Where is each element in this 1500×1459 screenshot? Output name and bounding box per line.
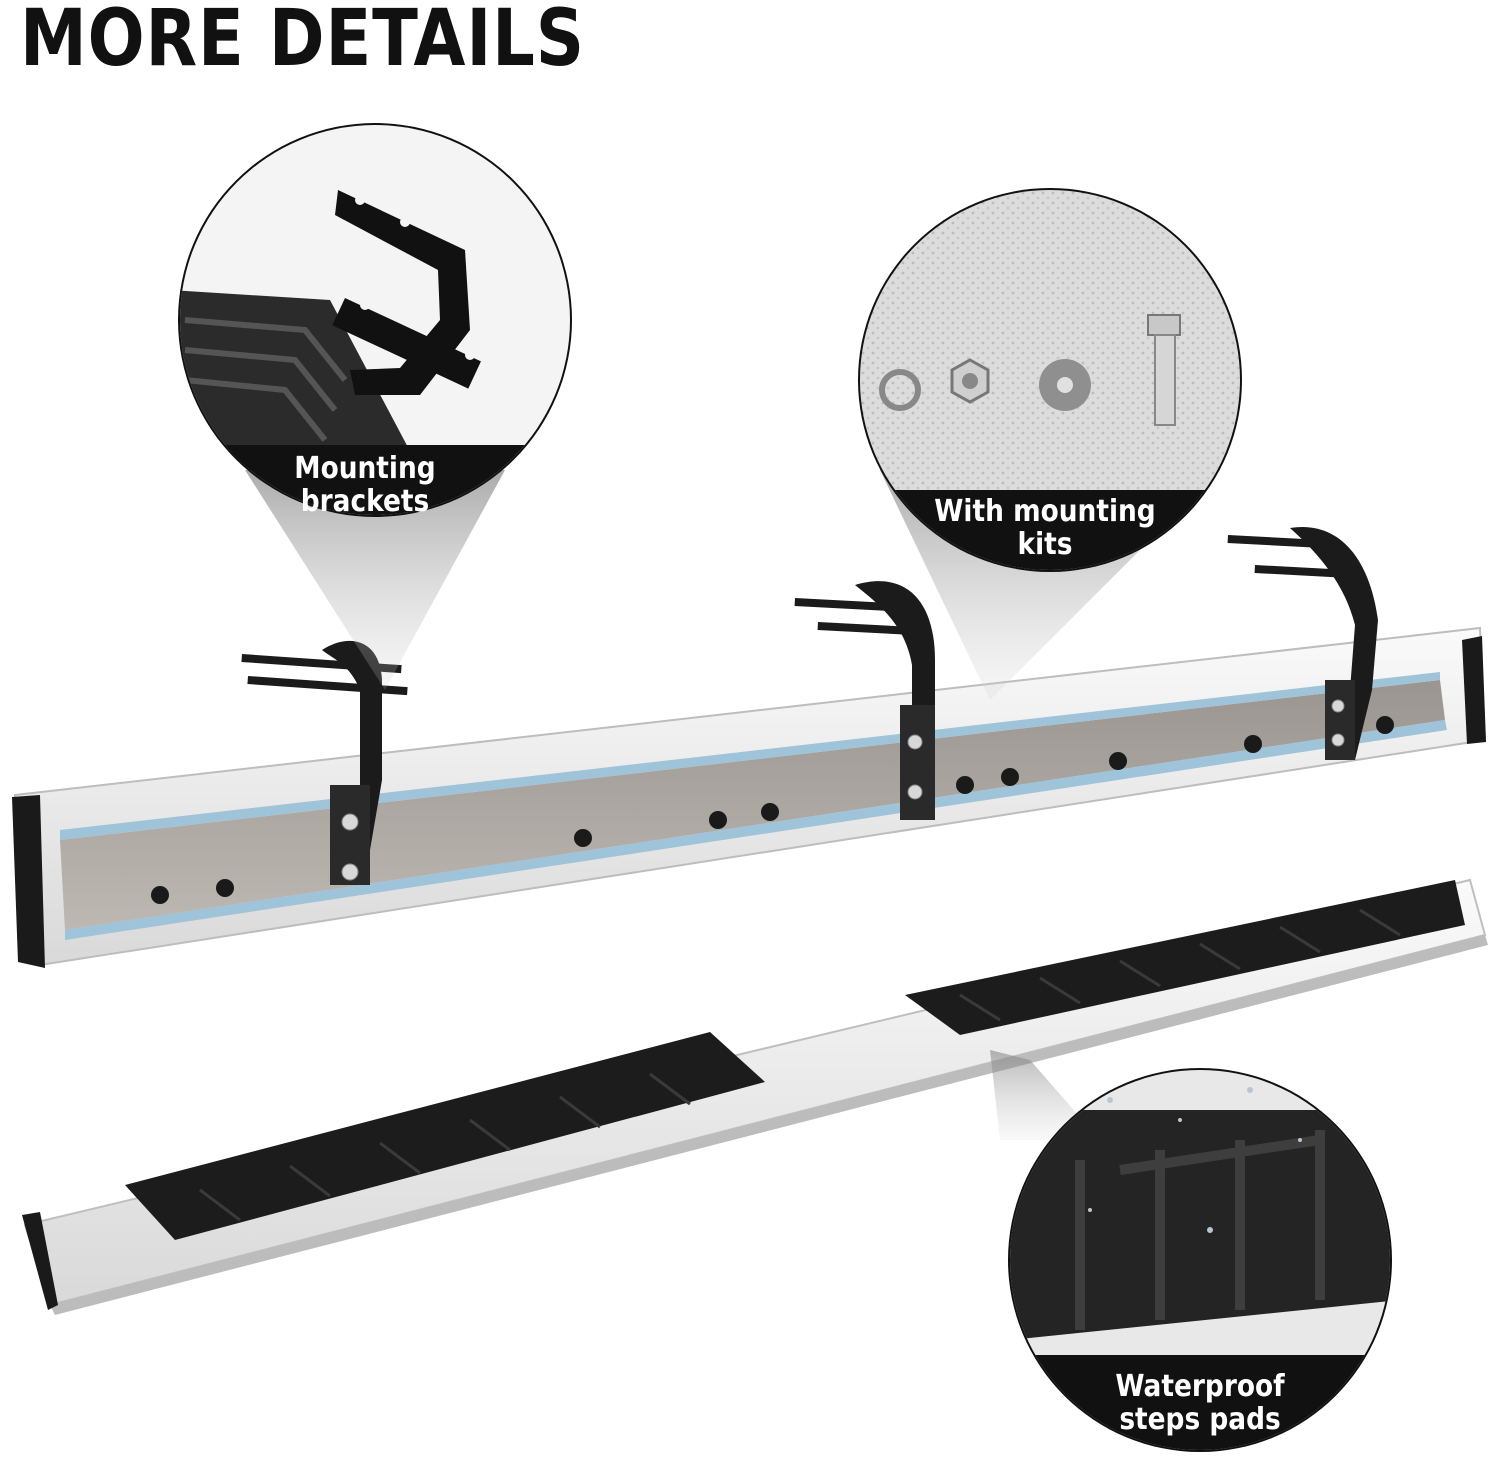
callout-waterproof-pads bbox=[1008, 1068, 1392, 1452]
mounting-brackets-label: Mounting brackets bbox=[294, 451, 436, 519]
mounting-kits-label: With mounting kits bbox=[934, 494, 1156, 562]
lower-running-board bbox=[22, 878, 1488, 1315]
page-title: MORE DETAILS bbox=[20, 0, 585, 84]
waterproof-pads-label: Waterproof steps pads bbox=[1115, 1369, 1285, 1437]
upper-running-board bbox=[12, 526, 1487, 968]
callout-mounting-brackets bbox=[178, 123, 572, 517]
